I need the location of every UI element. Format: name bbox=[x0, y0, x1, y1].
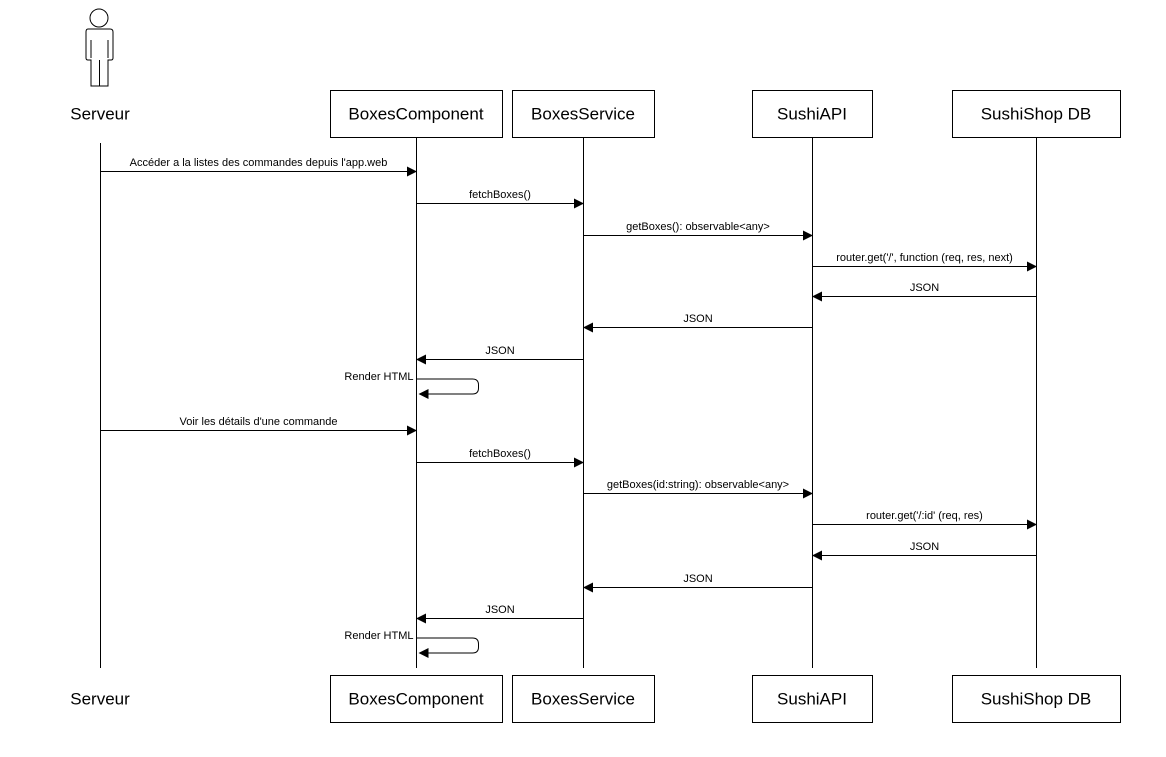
message-arrow bbox=[416, 637, 479, 658]
participant-serveur-top[interactable]: Serveur bbox=[70, 105, 130, 124]
participant-label: BoxesService bbox=[531, 105, 635, 124]
message-label: JSON bbox=[910, 282, 939, 294]
actor-label: Serveur bbox=[70, 690, 130, 709]
participant-boxescomponent-top[interactable]: BoxesComponent bbox=[330, 90, 503, 138]
participant-label: SushiAPI bbox=[777, 690, 847, 709]
message-label: fetchBoxes() bbox=[469, 189, 531, 201]
message-11: getBoxes(id:string): observable<any> bbox=[583, 479, 813, 499]
message-label: JSON bbox=[683, 313, 712, 325]
participant-box bbox=[330, 675, 503, 723]
participant-label: BoxesService bbox=[531, 690, 635, 709]
participant-box bbox=[512, 90, 655, 138]
message-label: JSON bbox=[910, 541, 939, 553]
message-arrow bbox=[416, 378, 479, 399]
message-8: Render HTML bbox=[344, 371, 479, 399]
message-3: getBoxes(): observable<any> bbox=[583, 221, 813, 241]
message-14: JSON bbox=[583, 573, 813, 593]
actor-icon bbox=[85, 8, 114, 87]
participant-sushishopdb-top[interactable]: SushiShop DB bbox=[952, 90, 1121, 138]
message-15: JSON bbox=[416, 604, 584, 624]
participant-box bbox=[512, 675, 655, 723]
participant-box bbox=[752, 675, 873, 723]
message-2: fetchBoxes() bbox=[416, 189, 584, 209]
message-1: Accéder a la listes des commandes depuis… bbox=[100, 157, 417, 177]
actor-label: Serveur bbox=[70, 105, 130, 124]
participant-boxesservice-top[interactable]: BoxesService bbox=[512, 90, 655, 138]
participant-label: BoxesComponent bbox=[348, 105, 483, 124]
participant-box bbox=[952, 675, 1121, 723]
message-label: Render HTML bbox=[344, 371, 413, 383]
participant-label: SushiAPI bbox=[777, 105, 847, 124]
participant-boxesservice-bottom[interactable]: BoxesService bbox=[512, 675, 655, 723]
message-5: JSON bbox=[812, 282, 1037, 302]
participant-sushishopdb-bottom[interactable]: SushiShop DB bbox=[952, 675, 1121, 723]
participant-box bbox=[752, 90, 873, 138]
message-16: Render HTML bbox=[344, 630, 479, 658]
participant-label: BoxesComponent bbox=[348, 690, 483, 709]
message-12: router.get('/:id' (req, res) bbox=[812, 510, 1037, 530]
message-label: router.get('/', function (req, res, next… bbox=[836, 252, 1013, 264]
message-7: JSON bbox=[416, 345, 584, 365]
participant-sushiapi-top[interactable]: SushiAPI bbox=[752, 90, 873, 138]
message-10: fetchBoxes() bbox=[416, 448, 584, 468]
message-13: JSON bbox=[812, 541, 1037, 561]
message-6: JSON bbox=[583, 313, 813, 333]
participant-serveur-bottom[interactable]: Serveur bbox=[70, 690, 130, 709]
participant-boxescomponent-bottom[interactable]: BoxesComponent bbox=[330, 675, 503, 723]
message-label: getBoxes(id:string): observable<any> bbox=[607, 479, 789, 491]
message-label: JSON bbox=[683, 573, 712, 585]
participant-sushiapi-bottom[interactable]: SushiAPI bbox=[752, 675, 873, 723]
message-9: Voir les détails d'une commande bbox=[100, 416, 417, 436]
message-label: Accéder a la listes des commandes depuis… bbox=[130, 157, 388, 169]
participant-box bbox=[952, 90, 1121, 138]
message-label: Render HTML bbox=[344, 630, 413, 642]
message-label: getBoxes(): observable<any> bbox=[626, 221, 770, 233]
participant-label: SushiShop DB bbox=[981, 105, 1092, 124]
message-label: router.get('/:id' (req, res) bbox=[866, 510, 983, 522]
participant-box bbox=[330, 90, 503, 138]
message-4: router.get('/', function (req, res, next… bbox=[812, 252, 1037, 272]
message-label: JSON bbox=[485, 345, 514, 357]
message-label: Voir les détails d'une commande bbox=[179, 416, 337, 428]
message-label: fetchBoxes() bbox=[469, 448, 531, 460]
message-label: JSON bbox=[485, 604, 514, 616]
participant-label: SushiShop DB bbox=[981, 690, 1092, 709]
